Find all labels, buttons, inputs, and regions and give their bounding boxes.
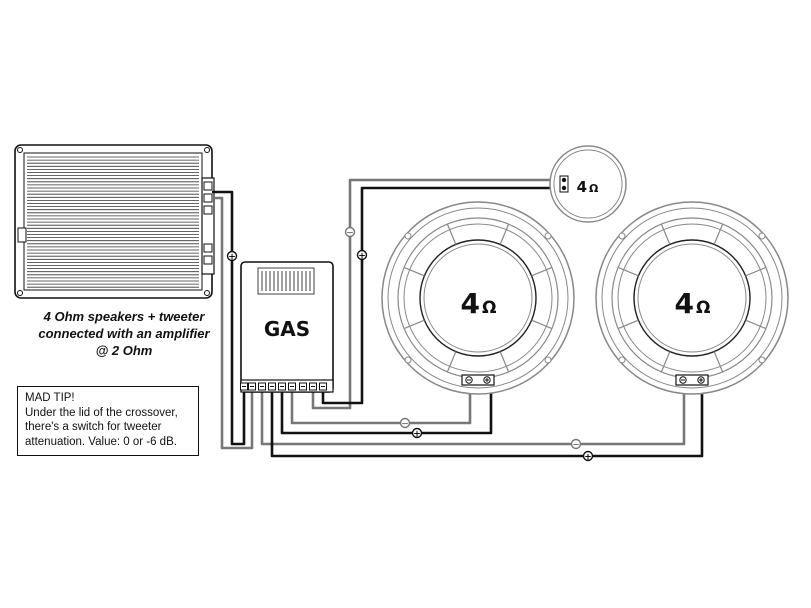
wire-right-woofer-positive — [270, 385, 704, 458]
wire-left-woofer-positive — [280, 385, 493, 435]
diagram-caption: 4 Ohm speakers + tweeter connected with … — [18, 308, 230, 359]
marker-right-woofer-negative: − — [570, 438, 582, 451]
marker-amp-positive: + — [226, 250, 238, 263]
wire-amp-to-crossover-positive — [212, 190, 246, 446]
wire-polarity-markers: + − + − + − + — [226, 226, 594, 463]
speaker-wires — [212, 178, 704, 458]
wire-amp-to-crossover-negative — [212, 196, 254, 450]
marker-tweeter-negative: − — [344, 226, 356, 239]
svg-text:+: + — [228, 253, 236, 263]
marker-left-woofer-negative: − — [399, 417, 411, 430]
caption-line-2: connected with an amplifier — [38, 326, 210, 341]
woofer-right-impedance-value: 4 — [675, 287, 694, 320]
tweeter-impedance-value: 4 — [577, 178, 587, 196]
svg-text:+: + — [584, 453, 592, 463]
wire-left-woofer-negative — [290, 385, 472, 425]
caption-line-1: 4 Ohm speakers + tweeter — [43, 309, 205, 324]
caption-line-3: @ 2 Ohm — [95, 343, 153, 358]
tip-line-3: attenuation. Value: 0 or -6 dB. — [25, 435, 177, 448]
svg-text:−: − — [401, 420, 409, 430]
svg-text:+: + — [413, 430, 421, 440]
wire-tweeter-negative — [311, 178, 561, 410]
marker-tweeter-positive: + — [356, 249, 368, 262]
mad-tip-box: MAD TIP! Under the lid of the crossover,… — [17, 386, 199, 456]
tip-line-2: there's a switch for tweeter — [25, 421, 162, 433]
wire-tweeter-positive — [321, 186, 563, 405]
svg-text:+: + — [358, 252, 366, 262]
woofer-left-impedance-unit: Ω — [482, 298, 496, 318]
marker-left-woofer-positive: + — [411, 427, 423, 440]
tip-line-1: Under the lid of the crossover, — [25, 406, 178, 419]
woofer-left-impedance-value: 4 — [461, 287, 480, 320]
amplifier-icon — [14, 144, 215, 299]
svg-text:−: − — [346, 229, 354, 239]
crossover-brand-label: GAS — [264, 317, 310, 341]
tweeter-icon: 4 Ω — [549, 145, 627, 223]
crossover-icon: GAS — [240, 261, 334, 393]
tip-title: MAD TIP! — [25, 392, 75, 404]
wire-right-woofer-negative — [260, 385, 686, 446]
woofer-right-impedance-unit: Ω — [696, 298, 710, 318]
marker-right-woofer-positive: + — [582, 450, 594, 463]
woofer-right-icon: 4 Ω — [595, 201, 789, 395]
woofer-left-icon: 4 Ω — [381, 201, 575, 395]
tweeter-impedance-unit: Ω — [589, 182, 599, 195]
svg-text:−: − — [572, 441, 580, 451]
